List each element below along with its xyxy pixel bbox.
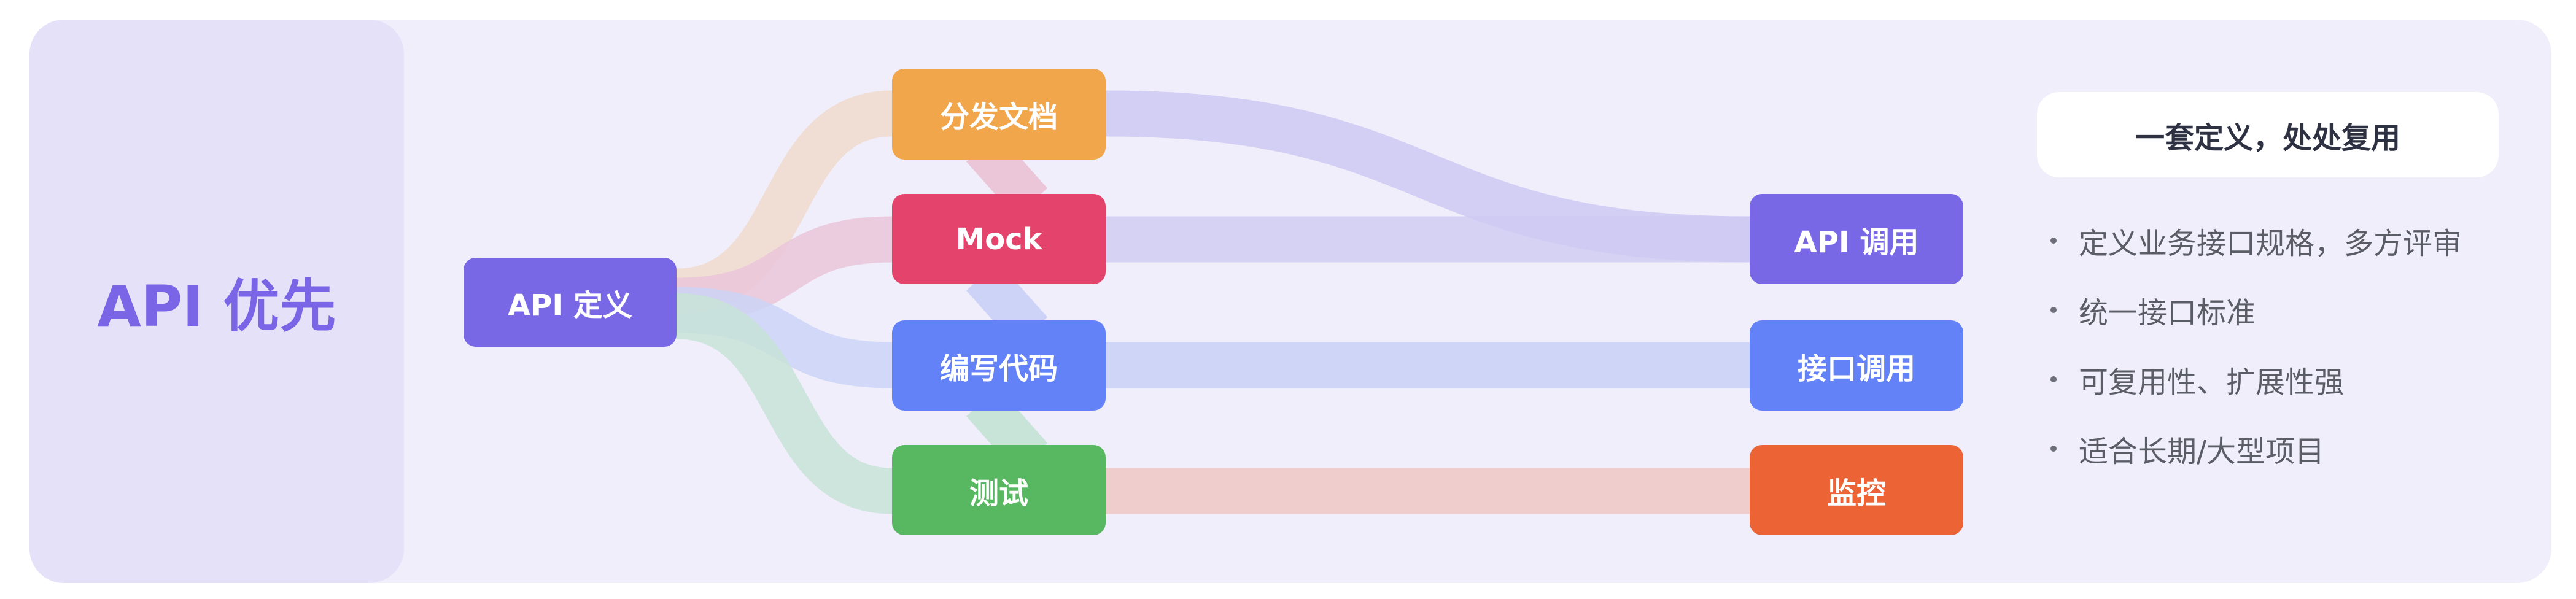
node-label: API 调用	[1794, 225, 1919, 260]
node-label: API 定义	[508, 288, 632, 323]
node-label: 接口调用	[1797, 351, 1915, 386]
node-label: Mock	[955, 222, 1042, 257]
summary-bullets: 定义业务接口规格，多方评审 统一接口标准 可复用性、扩展性强 适合长期/大型项目	[2050, 206, 2462, 483]
bullet-dot-icon	[2050, 376, 2057, 382]
left-title: API 优先	[97, 273, 336, 339]
bullet-text: 可复用性、扩展性强	[2079, 365, 2345, 400]
node-api-definition: API 定义	[464, 258, 677, 347]
node-label: 测试	[969, 476, 1028, 511]
bullet-text: 定义业务接口规格，多方评审	[2079, 226, 2462, 261]
node-monitor: 监控	[1750, 445, 1963, 535]
bullet-item: 适合长期/大型项目	[2050, 414, 2462, 483]
summary-title: 一套定义，处处复用	[2135, 120, 2400, 155]
node-mock: Mock	[892, 194, 1106, 284]
node-label: 分发文档	[939, 100, 1058, 134]
flow-def-test	[675, 293, 893, 514]
node-label: 编写代码	[939, 351, 1058, 386]
node-distribute-docs: 分发文档	[892, 69, 1106, 160]
node-write-code: 编写代码	[892, 320, 1106, 411]
node-interface-call: 接口调用	[1750, 320, 1963, 411]
bullet-dot-icon	[2050, 237, 2057, 244]
bullet-dot-icon	[2050, 306, 2057, 313]
bullet-item: 定义业务接口规格，多方评审	[2050, 206, 2462, 275]
bullet-item: 可复用性、扩展性强	[2050, 344, 2462, 414]
left-panel: API 优先	[29, 20, 404, 583]
bullet-text: 统一接口标准	[2079, 295, 2256, 330]
bullet-dot-icon	[2050, 445, 2057, 452]
summary-title-card: 一套定义，处处复用	[2037, 92, 2499, 177]
node-api-call: API 调用	[1750, 194, 1963, 284]
node-label: 监控	[1826, 476, 1886, 511]
node-test: 测试	[892, 445, 1106, 535]
bullet-item: 统一接口标准	[2050, 275, 2462, 344]
bullet-text: 适合长期/大型项目	[2079, 434, 2325, 469]
